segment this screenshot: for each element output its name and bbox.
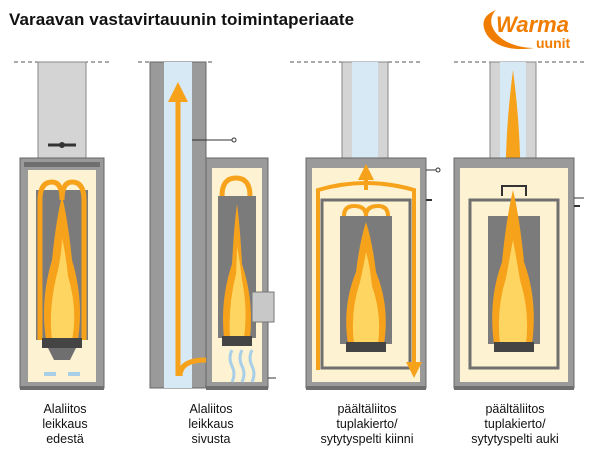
caption-line: Alaliitos	[43, 402, 87, 416]
logo-swoosh-icon	[483, 10, 534, 50]
caption-line: päältäliitos	[485, 402, 545, 416]
panel-top-connection-open	[453, 61, 584, 390]
page-title: Varaavan vastavirtauunin toimintaperiaat…	[9, 10, 355, 29]
chimney-flue	[352, 62, 378, 160]
logo-line2: uunit	[536, 35, 571, 51]
caption-line: sytytyspelti kiinni	[320, 432, 414, 446]
caption-side-section: Alaliitos leikkaus sivusta	[146, 402, 276, 447]
door-handle	[251, 291, 275, 323]
caption-top-connection-closed: päältäliitos tuplakierto/ sytytyspelti k…	[302, 402, 432, 447]
grate	[222, 336, 252, 346]
panel-top-connection-closed	[290, 61, 441, 390]
air-intake	[228, 349, 256, 383]
caption-line: leikkaus	[42, 417, 88, 431]
caption-line: leikkaus	[188, 417, 234, 431]
caption-line: sytytyspelti auki	[471, 432, 559, 446]
caption-line: sivusta	[191, 432, 231, 446]
caption-line: tuplakierto/	[484, 417, 546, 431]
logo-line1: Warma	[496, 12, 569, 37]
caption-front-section: Alaliitos leikkaus edestä	[0, 402, 130, 447]
open-damper	[501, 185, 527, 196]
panel-front-section	[14, 61, 110, 390]
flame-core	[50, 238, 75, 340]
caption-line: päältäliitos	[337, 402, 397, 416]
grate	[494, 342, 534, 352]
inner-shell	[320, 198, 412, 370]
grate	[346, 342, 386, 352]
caption-line: edestä	[46, 432, 84, 446]
flame-core	[498, 240, 528, 344]
caption-line: tuplakierto/	[336, 417, 398, 431]
flame-core	[352, 252, 380, 344]
flame-core	[229, 246, 246, 338]
warma-logo: Warma uunit	[483, 10, 571, 51]
panel-side-section	[138, 61, 276, 390]
caption-line: Alaliitos	[189, 402, 233, 416]
grate	[42, 338, 82, 348]
caption-top-connection-open: päältäliitos tuplakierto/ sytytyspelti a…	[450, 402, 580, 447]
